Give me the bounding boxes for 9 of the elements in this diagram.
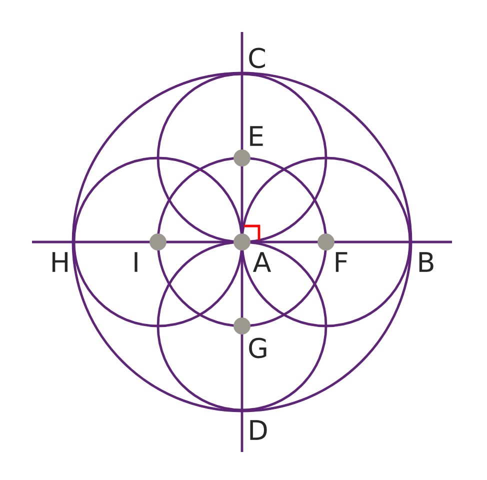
point-label: G	[249, 338, 266, 358]
point-label: B	[419, 252, 434, 272]
point-label: C	[249, 48, 265, 68]
point-label: E	[250, 126, 263, 146]
point-label: D	[250, 420, 267, 440]
point-label: H	[52, 252, 68, 272]
point-label: A	[252, 252, 272, 272]
point-label: F	[336, 252, 348, 272]
point-label: I	[134, 252, 138, 272]
